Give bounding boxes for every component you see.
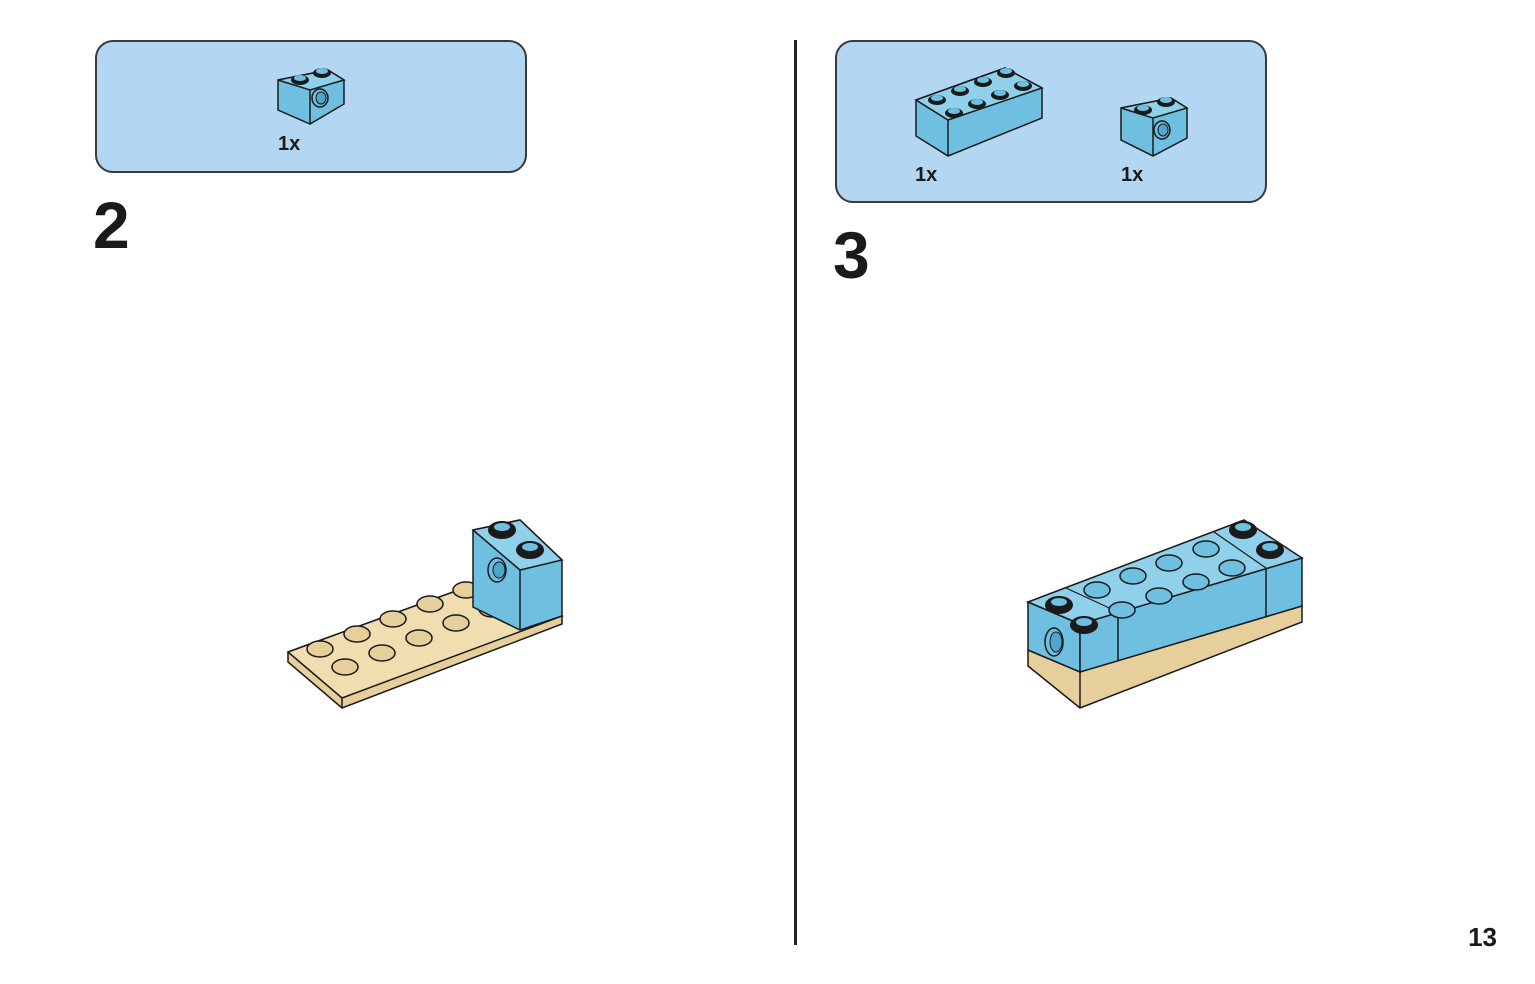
page-divider	[794, 40, 797, 945]
part-quantity: 1x	[915, 164, 938, 186]
part-quantity: 1x	[1121, 164, 1144, 186]
technic-brick-1x2-with-hole-icon	[277, 68, 346, 125]
step-2-assembly-illustration	[286, 519, 565, 709]
page-number: 13	[1468, 922, 1497, 952]
parts-callout-step-3	[835, 40, 1267, 203]
technic-brick-1x2-with-hole-icon	[1120, 97, 1189, 157]
step-number: 2	[93, 188, 130, 262]
brick-2x4-icon	[914, 67, 1044, 157]
step-3-assembly-illustration	[1025, 519, 1304, 709]
step-number: 3	[833, 218, 870, 292]
part-quantity: 1x	[278, 133, 301, 155]
